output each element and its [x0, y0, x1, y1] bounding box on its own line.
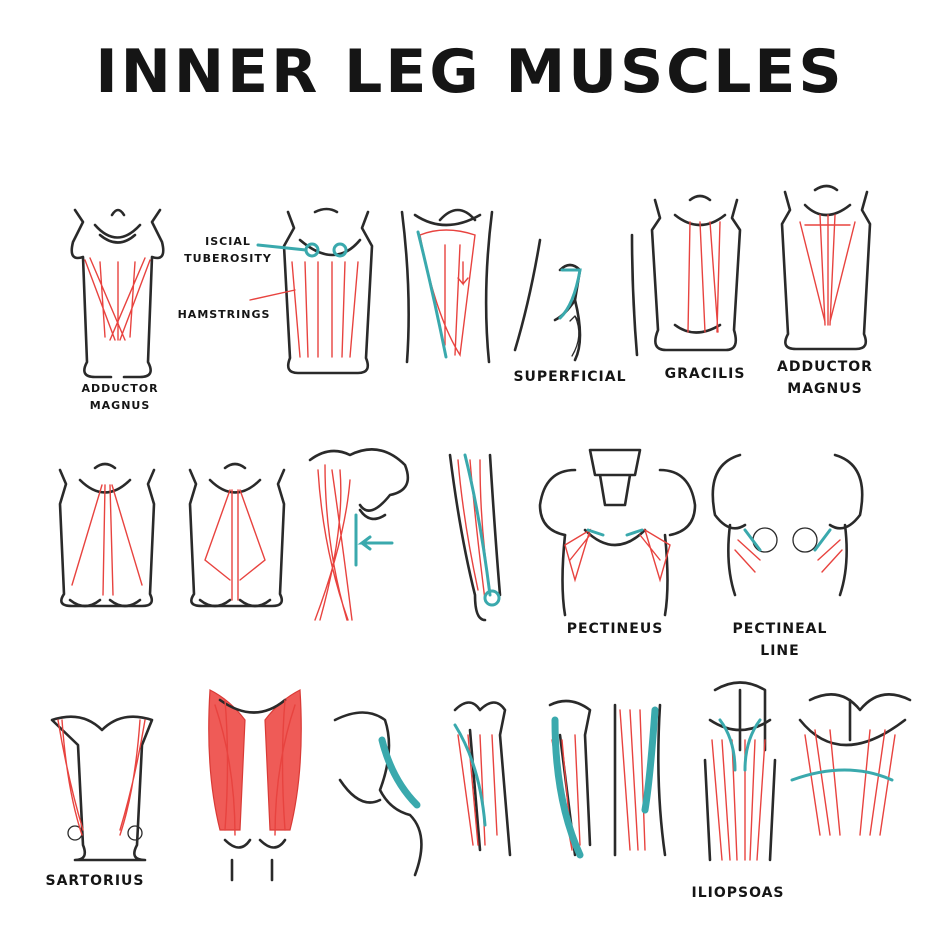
page-title: INNER LEG MUSCLES [95, 37, 845, 107]
label-gracilis: GRACILIS [664, 366, 746, 382]
sketch-knee-view [453, 701, 512, 857]
sketch-thigh-side [333, 711, 423, 877]
sketch-iliopsoas-1 [703, 681, 777, 862]
sketch-hamstrings [249, 207, 374, 375]
label-superficial: SUPERFICIAL [513, 369, 627, 385]
label-sartorius: SARTORIUS [45, 873, 145, 889]
sketch-lower-leg [448, 453, 502, 622]
sketch-pectineus [538, 448, 697, 617]
label-hamstrings: HAMSTRINGS [177, 308, 271, 321]
sketch-long-teal-2 [613, 703, 667, 857]
sketch-quadriceps-filled [208, 689, 302, 882]
sketch-side-adductor [308, 448, 410, 621]
sketch-adductor-magnus-front [780, 184, 872, 351]
sketch-adductors-2 [188, 462, 286, 608]
sketch-pectineal-line [711, 453, 864, 597]
sketch-long-teal-1 [548, 699, 592, 859]
sketch-adductor-magnus-back [70, 208, 165, 379]
sketch-leg-front [400, 208, 494, 364]
sketch-iliopsoas-2 [790, 693, 912, 836]
label-iliopsoas: ILIOPSOAS [691, 885, 785, 901]
sketch-sartorius [50, 715, 154, 862]
sketch-superficial [513, 233, 639, 362]
label-pectineus: PECTINEUS [566, 621, 664, 637]
sketch-gracilis [650, 194, 742, 352]
sketch-adductors-1 [58, 462, 156, 608]
